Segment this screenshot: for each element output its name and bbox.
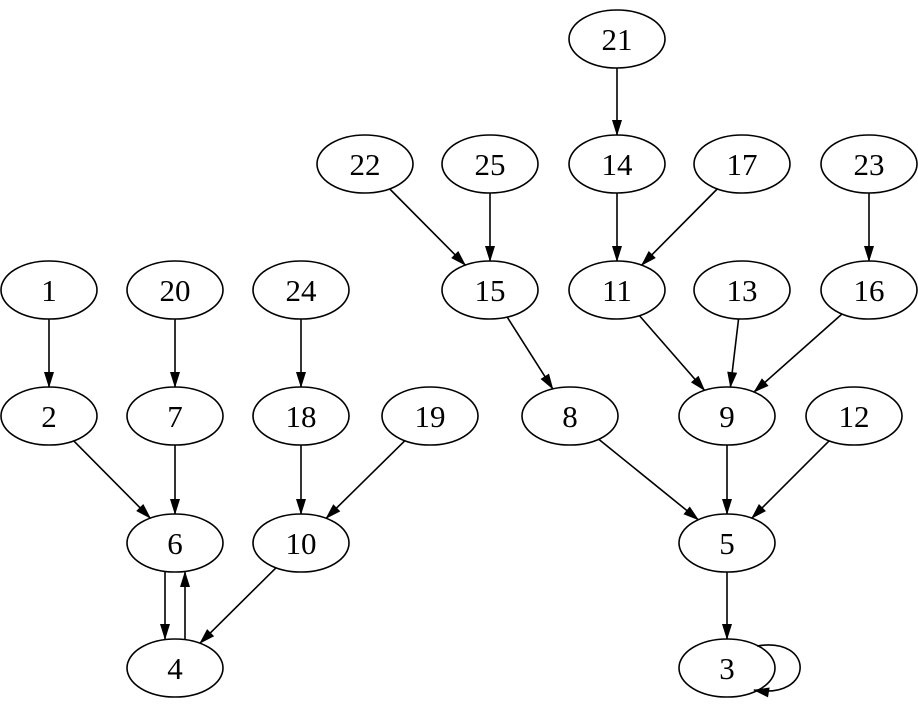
graph-node-17: 17: [693, 134, 791, 194]
node-label: 19: [415, 399, 446, 434]
graph-node-24: 24: [252, 260, 350, 320]
graph-edge-22-15: [389, 188, 467, 266]
graph-node-16: 16: [820, 260, 918, 320]
graph-edge-11-9: [638, 315, 706, 392]
graph-node-20: 20: [126, 260, 224, 320]
graph-node-18: 18: [252, 386, 350, 446]
graph-node-12: 12: [805, 386, 903, 446]
graph-node-14: 14: [568, 134, 666, 194]
node-ellipse: [805, 386, 903, 446]
graph-node-19: 19: [381, 386, 479, 446]
node-label: 21: [602, 22, 633, 57]
node-label: 6: [167, 526, 183, 561]
node-ellipse: [521, 386, 619, 446]
graph-edge-12-5: [751, 440, 830, 519]
graph-edge-15-8: [506, 316, 554, 390]
node-label: 16: [854, 273, 885, 308]
node-label: 22: [350, 147, 381, 182]
graph-node-9: 9: [678, 386, 776, 446]
node-label: 13: [727, 273, 758, 308]
graph-edge-2-6: [73, 440, 152, 519]
graph-node-4: 4: [126, 638, 224, 698]
node-ellipse: [381, 386, 479, 446]
graph-node-10: 10: [252, 513, 350, 573]
node-ellipse: [693, 260, 791, 320]
graph-edge-16-9: [753, 313, 843, 393]
node-label: 10: [286, 526, 317, 561]
node-label: 9: [719, 399, 735, 434]
graph-node-23: 23: [820, 134, 918, 194]
node-label: 25: [475, 147, 506, 182]
graph-edge-8-5: [598, 438, 700, 521]
node-label: 3: [719, 651, 735, 686]
graph-node-1: 1: [0, 260, 98, 320]
node-label: 5: [719, 526, 735, 561]
node-label: 2: [41, 399, 57, 434]
graph-node-13: 13: [693, 260, 791, 320]
node-label: 14: [602, 147, 634, 182]
graph-node-5: 5: [678, 513, 776, 573]
node-ellipse: [316, 134, 414, 194]
graph-node-2: 2: [0, 386, 98, 446]
node-ellipse: [126, 638, 224, 698]
graph-node-8: 8: [521, 386, 619, 446]
graph-node-7: 7: [126, 386, 224, 446]
graph-edge-3-3: [753, 644, 801, 698]
graph-node-11: 11: [568, 260, 666, 320]
node-label: 20: [160, 273, 191, 308]
graph-edge-10-4: [199, 567, 277, 644]
graph-node-15: 15: [441, 260, 539, 320]
node-label: 23: [854, 147, 885, 182]
node-label: 11: [602, 273, 632, 308]
node-ellipse: [693, 134, 791, 194]
graph-node-3: 3: [678, 638, 776, 698]
graph-node-6: 6: [126, 513, 224, 573]
graph-edge-19-10: [325, 440, 406, 519]
graph-node-21: 21: [568, 9, 666, 69]
node-label: 4: [167, 651, 183, 686]
node-label: 8: [562, 399, 578, 434]
graph-node-25: 25: [441, 134, 539, 194]
graph-node-22: 22: [316, 134, 414, 194]
graph-edge-13-9: [727, 318, 740, 389]
node-label: 12: [839, 399, 870, 434]
graph-edge-17-11: [640, 188, 718, 266]
node-label: 17: [727, 147, 758, 182]
node-label: 15: [475, 273, 506, 308]
node-label: 7: [167, 399, 183, 434]
node-label: 18: [286, 399, 317, 434]
node-label: 24: [286, 273, 318, 308]
node-label: 1: [41, 273, 57, 308]
